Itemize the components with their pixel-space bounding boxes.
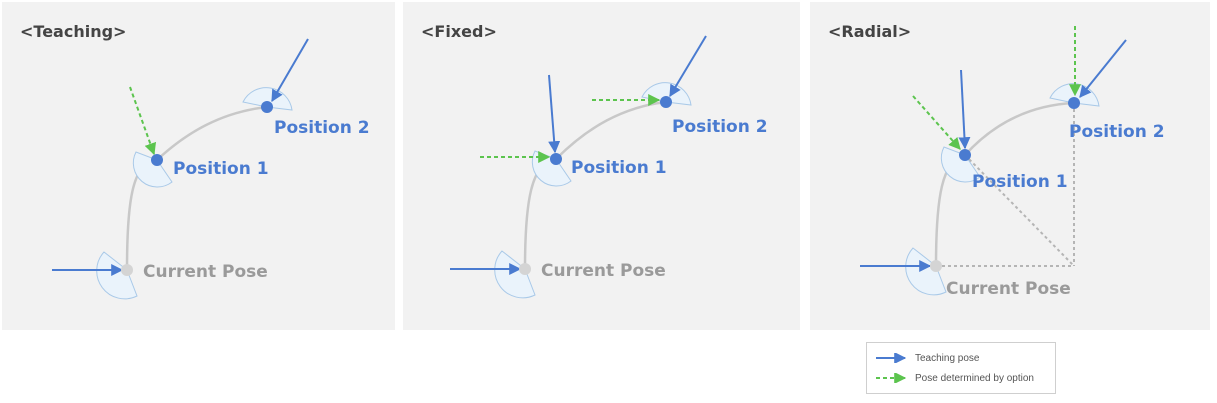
option-arrow bbox=[912, 95, 961, 150]
position1-point bbox=[959, 149, 971, 161]
panel-title: <Teaching> bbox=[20, 22, 127, 41]
fixed-diagram: Current Pose Position 1 Position 2 bbox=[450, 35, 768, 299]
position2-point bbox=[660, 96, 672, 108]
teaching-arrow bbox=[548, 74, 561, 154]
legend-label: Teaching pose bbox=[915, 352, 980, 364]
motion-path bbox=[523, 100, 667, 270]
current-pose-label: Current Pose bbox=[541, 261, 666, 281]
position1-label: Position 1 bbox=[972, 172, 1068, 192]
panel-teaching: <Teaching> Current Pose Position 1 Posit… bbox=[2, 2, 395, 330]
legend: Teaching pose Pose determined by option bbox=[866, 342, 1056, 394]
position1-point bbox=[151, 154, 163, 166]
current-pose-point bbox=[519, 263, 531, 275]
teaching-arrow bbox=[1079, 39, 1127, 98]
position1-label: Position 1 bbox=[173, 159, 269, 179]
motion-path bbox=[125, 105, 268, 271]
panel-fixed: <Fixed> Current Pose Position 1 Position… bbox=[403, 2, 800, 330]
panel-radial: <Radial> Current Pose Position 1 Positio… bbox=[810, 2, 1210, 330]
position2-label: Position 2 bbox=[1069, 122, 1165, 142]
current-pose-point bbox=[930, 260, 942, 272]
orientation-wedge bbox=[494, 250, 536, 299]
dashed-arrow-icon bbox=[876, 373, 907, 383]
orientation-wedge bbox=[96, 251, 138, 300]
teaching-arrow bbox=[271, 38, 309, 103]
legend-label: Pose determined by option bbox=[915, 372, 1034, 384]
radius-line bbox=[964, 154, 1075, 267]
current-pose-label: Current Pose bbox=[946, 279, 1071, 299]
legend-item-teaching: Teaching pose bbox=[875, 351, 980, 365]
position1-label: Position 1 bbox=[571, 158, 667, 178]
orientation-wedge bbox=[940, 146, 981, 183]
orientation-wedge bbox=[132, 151, 173, 188]
teaching-arrow bbox=[958, 69, 971, 150]
radial-diagram: Current Pose Position 1 Position 2 bbox=[860, 26, 1165, 299]
legend-item-option: Pose determined by option bbox=[875, 371, 1034, 385]
current-pose-point bbox=[121, 264, 133, 276]
panel-title: <Radial> bbox=[828, 22, 912, 41]
position2-point bbox=[261, 101, 273, 113]
solid-arrow-icon bbox=[876, 353, 907, 363]
position2-label: Position 2 bbox=[672, 117, 768, 137]
position1-point bbox=[550, 153, 562, 165]
position2-point bbox=[1068, 97, 1080, 109]
teaching-diagram: Current Pose Position 1 Position 2 bbox=[52, 38, 370, 300]
panel-title: <Fixed> bbox=[421, 22, 497, 41]
option-arrow bbox=[129, 86, 157, 156]
teaching-arrow bbox=[669, 35, 707, 98]
position2-label: Position 2 bbox=[274, 118, 370, 138]
orientation-wedge bbox=[905, 247, 947, 296]
current-pose-label: Current Pose bbox=[143, 262, 268, 282]
